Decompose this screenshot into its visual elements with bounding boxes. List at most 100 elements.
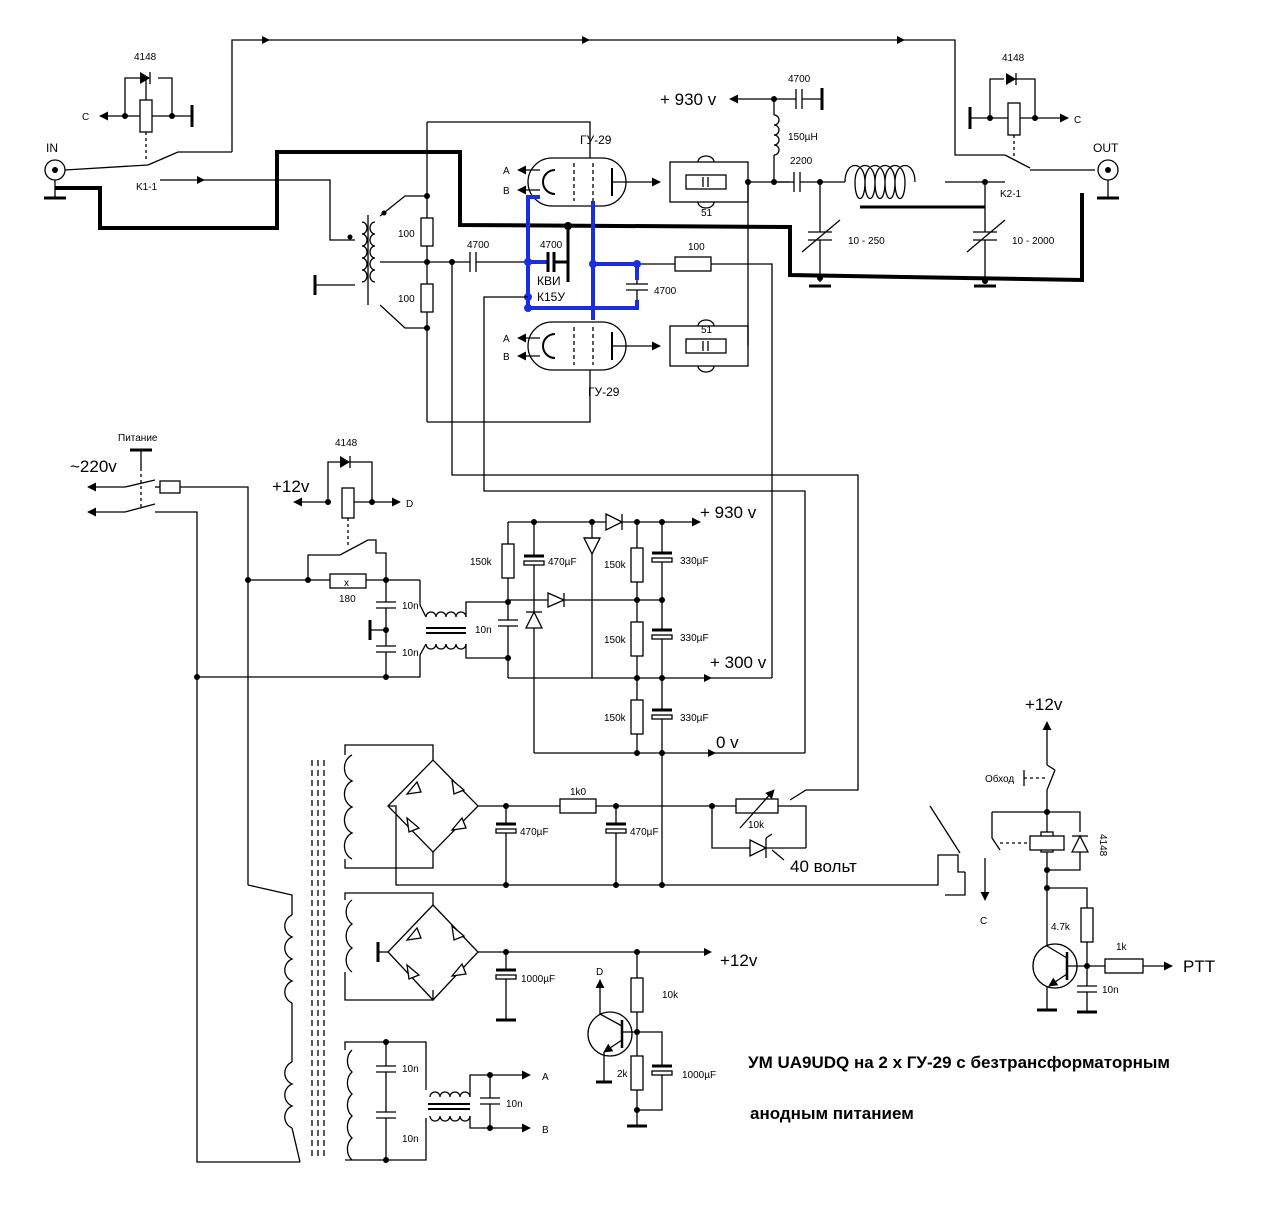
bypass-top-wire [231, 39, 1005, 156]
c1000-2-label: 1000µF [682, 1070, 716, 1081]
screen-res-label: 100 [688, 242, 705, 253]
psu-relay: +12v 4148 D [272, 438, 413, 580]
tube-1: A B ГУ-29 [503, 133, 661, 207]
k15u-label: К15У [537, 290, 565, 304]
power-supply: Питание ~220v +12v 4148 [70, 433, 965, 1163]
ptt-circuit: +12v Обход 4148 C 4.7k [945, 695, 1215, 1014]
psu-0-label: 0 v [716, 733, 739, 752]
suppressor1-label: 51 [701, 208, 713, 219]
r100-bottom-label: 100 [398, 294, 415, 305]
out-label: OUT [1093, 141, 1119, 155]
r2k-label: 2k [617, 1069, 629, 1080]
r10k-label: 10k [662, 990, 679, 1001]
c10n-6-label: 10n [506, 1099, 523, 1110]
bypass-cap-label: 4700 [788, 74, 811, 85]
tube2-label: ГУ-29 [588, 385, 620, 399]
bypass-thick-wire [55, 150, 1084, 283]
output-connector: OUT [1093, 141, 1119, 200]
mains-label: ~220v [70, 457, 117, 476]
c10n-4-label: 10n [402, 1064, 419, 1075]
c470-3-label: 470µF [630, 827, 659, 838]
psu-12v-label: +12v [720, 951, 758, 970]
grid-resistors: 100 100 [398, 121, 591, 423]
fil-b-label: B [542, 1125, 549, 1136]
input-transformer [313, 195, 452, 329]
r47k-label: 4.7k [1051, 922, 1071, 933]
v40-label: 40 вольт [790, 857, 857, 876]
rf-section: IN 4148 C K1-1 [44, 36, 1119, 801]
anode-voltage-label: + 930 v [660, 90, 717, 109]
r1k-label: 1k [1116, 942, 1128, 953]
power-label: Питание [118, 433, 158, 444]
var-cap-1: 10 - 250 [801, 182, 885, 288]
ptt-diode-label: 4148 [1097, 834, 1108, 857]
c470-1-label: 470µF [548, 557, 577, 568]
relay-k1: 4148 C K1-1 [82, 52, 233, 193]
var-cap2-label: 10 - 2000 [1012, 236, 1055, 247]
mains-filter: 10n 10n 10n [197, 580, 508, 680]
suppressor2-label: 51 [701, 325, 713, 336]
var-cap-2: 10 - 2000 [966, 182, 1055, 288]
kvi-cap-label: 4700 [540, 240, 563, 251]
var-cap1-label: 10 - 250 [848, 236, 885, 247]
r1k0-label: 1k0 [570, 787, 587, 798]
filament-supply: 10n 10n 10n A B [376, 1039, 549, 1163]
mains-switch: Питание ~220v [70, 433, 300, 1163]
c10n-3-label: 10n [475, 625, 492, 636]
k1-label: K1-1 [136, 182, 158, 193]
relay-d-label: D [406, 499, 413, 510]
driver-d-label: D [596, 967, 603, 978]
ptt-c-label: C [980, 916, 987, 927]
diagram-title-line1: УМ UA9UDQ на 2 x ГУ-29 с безтрансформато… [748, 1053, 1170, 1072]
kvi-wiring: 4700 КВИ К15У 4700 [483, 195, 806, 753]
c330-2-label: 330µF [680, 633, 709, 644]
psu-300-label: + 300 v [710, 653, 767, 672]
r150k-1-label: 150k [470, 557, 493, 568]
k2-label: K2-1 [1000, 189, 1022, 200]
hv-multiplier: 150k + 930 v 470µF [470, 503, 805, 885]
kvi-label: КВИ [537, 274, 561, 288]
k2-diode-label: 4148 [1002, 53, 1025, 64]
c10n-5-label: 10n [402, 1134, 419, 1145]
input-cap-4700: 4700 [449, 240, 859, 801]
main-transformer [247, 744, 434, 1163]
relay-12v-label: +12v [272, 477, 310, 496]
c330-3-label: 330µF [680, 713, 709, 724]
input-cap-label: 4700 [467, 240, 490, 251]
r180-x-label: x [344, 578, 349, 589]
hv-feed: + 930 v 4700 150µH 2200 [660, 74, 845, 192]
k2-c-label: C [1074, 115, 1081, 126]
suppressor-2: 51 [669, 319, 749, 373]
r150k-2-label: 150k [604, 560, 627, 571]
ptt-c10n-label: 10n [1102, 985, 1119, 996]
screen-resistor-100: 100 [674, 242, 773, 678]
ptt-label: PTT [1183, 957, 1215, 976]
screen-cap-label: 4700 [654, 286, 677, 297]
relay-driver: 10k 2k 1000µF D [587, 952, 716, 1128]
k1-diode-label: 4148 [134, 52, 157, 63]
tube2-a-label: A [503, 334, 510, 345]
bypass-switch-label: Обход [985, 773, 1014, 785]
c10n-1-label: 10n [402, 601, 419, 612]
c1000-1-label: 1000µF [521, 974, 555, 985]
r100-top-label: 100 [398, 229, 415, 240]
psu-relay-diode-label: 4148 [335, 438, 358, 449]
bridge-12v: +12v 1000µF [376, 904, 758, 1022]
r180-label: 180 [339, 594, 356, 605]
tube-2: A B ГУ-29 [503, 321, 661, 399]
pot-10k-label: 10k [748, 820, 765, 831]
k1-c-label: C [82, 112, 89, 123]
fil-a-label: A [542, 1072, 549, 1083]
tube1-b-label: B [503, 186, 510, 197]
r150k-4-label: 150k [604, 713, 627, 724]
ptt-12v-label: +12v [1025, 695, 1063, 714]
tube1-a-label: A [503, 166, 510, 177]
tube1-label: ГУ-29 [580, 133, 612, 147]
c470-2-label: 470µF [520, 827, 549, 838]
c330-1-label: 330µF [680, 556, 709, 567]
bridge-40v: 1k0 470µF 470µF 10k [387, 759, 965, 888]
choke-label: 150µH [788, 132, 818, 143]
suppressor-1: 51 [669, 155, 749, 219]
in-label: IN [46, 141, 58, 155]
